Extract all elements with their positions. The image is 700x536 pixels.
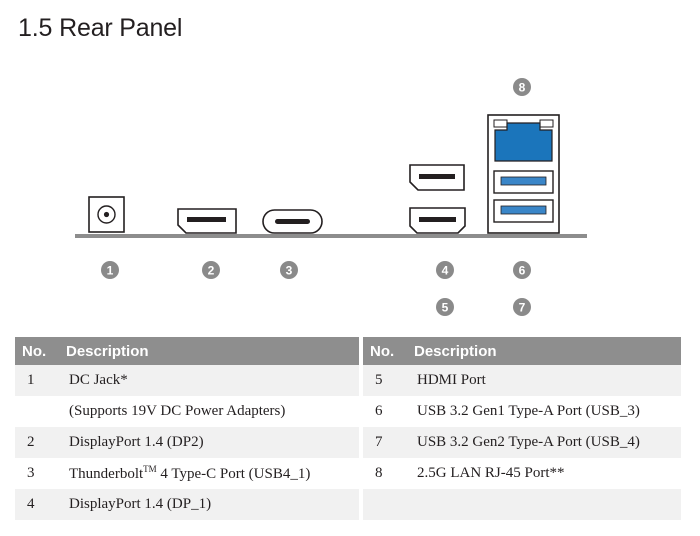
- row-description: USB 3.2 Gen2 Type-A Port (USB_4): [407, 427, 681, 458]
- row-number: 6: [375, 403, 383, 419]
- callout-2-label: 2: [208, 264, 215, 278]
- row-description: USB 3.2 Gen1 Type-A Port (USB_3): [417, 403, 640, 419]
- header-no-right: No.: [363, 337, 407, 365]
- row-description: (Supports 19V DC Power Adapters): [59, 396, 363, 427]
- rear-panel-diagram: 8 1 2 3 4 6 5 7: [75, 78, 587, 316]
- row-description: 2.5G LAN RJ-45 Port**: [417, 465, 565, 481]
- thunderbolt-usb-c-port: [262, 209, 323, 234]
- thunderbolt-text: Thunderbolt: [69, 466, 144, 482]
- row-number: 5: [363, 365, 407, 396]
- displayport-2-port: [177, 208, 237, 234]
- displayport-1-port: [409, 164, 465, 191]
- row-description: [407, 489, 681, 520]
- callout-1: 1: [101, 261, 119, 279]
- callout-2: 2: [202, 261, 220, 279]
- header-description-left: Description: [59, 337, 363, 365]
- callout-4-label: 4: [442, 264, 449, 278]
- row-description: DC Jack*: [59, 365, 363, 396]
- callout-5: 5: [436, 298, 454, 316]
- row-description: HDMI Port: [407, 365, 681, 396]
- usb-3-2-gen2-port: [493, 199, 554, 223]
- row-description: ThunderboltTM 4 Type-C Port (USB4_1): [59, 458, 363, 489]
- trademark-mark: TM: [143, 464, 157, 474]
- callout-7-label: 7: [519, 301, 526, 315]
- rear-panel-spec-table: No. Description No. Description 1 DC Jac…: [15, 337, 681, 520]
- hdmi-port: [409, 207, 466, 234]
- row-number: 2: [15, 427, 59, 458]
- panel-base-line: [75, 234, 587, 238]
- row-description: DisplayPort 1.4 (DP2): [59, 427, 363, 458]
- lan-rj45-port: [493, 119, 554, 162]
- lan-usb-stack: [487, 114, 560, 234]
- row-description: DisplayPort 1.4 (DP_1): [59, 489, 363, 520]
- callout-8: 8: [513, 78, 531, 96]
- header-description-right: Description: [407, 337, 681, 365]
- row-number: 1: [15, 365, 59, 396]
- callout-6: 6: [513, 261, 531, 279]
- table-row: (Supports 19V DC Power Adapters) 6 USB 3…: [15, 396, 681, 427]
- row-number: 7: [363, 427, 407, 458]
- usb-3-2-gen1-port: [493, 170, 554, 194]
- table-row: 4 DisplayPort 1.4 (DP_1): [15, 489, 681, 520]
- callout-6-label: 6: [519, 264, 526, 278]
- callout-8-label: 8: [519, 81, 526, 95]
- table-row: 2 DisplayPort 1.4 (DP2) 7 USB 3.2 Gen2 T…: [15, 427, 681, 458]
- row-number: 3: [27, 465, 35, 481]
- thunderbolt-port-text: 4 Type-C Port (USB4_1): [156, 466, 311, 482]
- table-row: 3 ThunderboltTM 4 Type-C Port (USB4_1) 8…: [15, 458, 681, 489]
- dc-jack-port: [88, 196, 125, 233]
- table-row: 1 DC Jack* 5 HDMI Port: [15, 365, 681, 396]
- header-no-left: No.: [15, 337, 59, 365]
- table-header-row: No. Description No. Description: [15, 337, 681, 365]
- row-number: [363, 489, 407, 520]
- callout-3: 3: [280, 261, 298, 279]
- row-number: [15, 396, 59, 427]
- callout-1-label: 1: [107, 264, 114, 278]
- section-name: Rear Panel: [59, 14, 183, 42]
- row-number: 8: [375, 465, 383, 481]
- callout-4: 4: [436, 261, 454, 279]
- callout-5-label: 5: [442, 301, 449, 315]
- section-number: 1.5: [18, 14, 53, 42]
- callout-7: 7: [513, 298, 531, 316]
- row-number: 4: [15, 489, 59, 520]
- callout-3-label: 3: [286, 264, 293, 278]
